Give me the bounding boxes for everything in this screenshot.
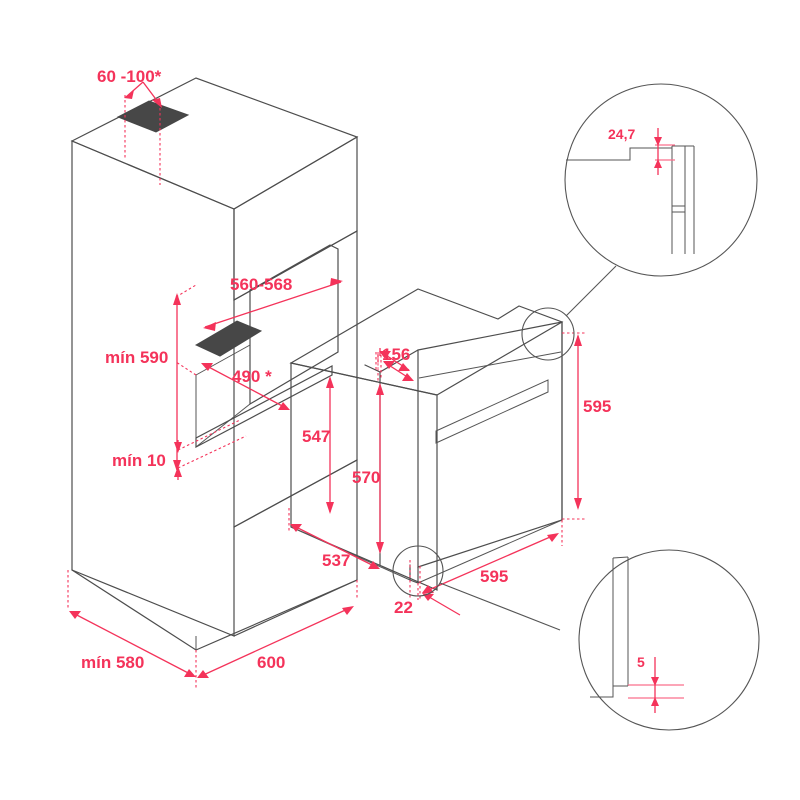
dim-label-vent-gap: 60 -100* bbox=[97, 67, 162, 86]
dim-label-cabinet-side-depth: mín 580 bbox=[81, 653, 144, 672]
dim-label-niche-height: mín 590 bbox=[105, 348, 168, 367]
cabinet-left-face bbox=[71, 140, 235, 637]
dim-niche-height: mín 590 bbox=[105, 284, 197, 472]
detail-view-top: 24,7 bbox=[564, 83, 758, 277]
dim-label-oven-top-offset-text: 156 bbox=[382, 345, 410, 364]
dim-oven-body-depth: 537 bbox=[288, 508, 380, 570]
dim-label-oven-front-width: 595 bbox=[480, 567, 508, 586]
detail-top-dim-label: 24,7 bbox=[608, 126, 635, 142]
detail-view-bottom-circle bbox=[578, 549, 760, 731]
detail-top-profile-horizontal bbox=[566, 147, 672, 161]
detail-callout-circle-top bbox=[521, 307, 575, 361]
cabinet-vent-slot bbox=[116, 100, 190, 133]
cabinet-top-face bbox=[70, 77, 359, 210]
oven-control-strip bbox=[418, 351, 562, 379]
oven-top-face bbox=[289, 288, 564, 396]
detail-leader-bottom bbox=[439, 582, 561, 631]
detail-leader-top bbox=[565, 265, 617, 317]
oven-door-handle bbox=[435, 379, 549, 444]
dim-oven-overall-height: 595 bbox=[562, 332, 611, 520]
cabinet-right-face-bottom bbox=[233, 458, 358, 637]
dim-label-oven-body-depth: 537 bbox=[322, 551, 350, 570]
dim-vent-gap: 60 -100* bbox=[97, 67, 162, 185]
dim-label-oven-plinth: 22 bbox=[394, 598, 413, 617]
dim-label-oven-body-height: 547 bbox=[302, 427, 330, 446]
cabinet-niche-inner-top bbox=[195, 344, 251, 376]
dim-niche-depth: 490 * bbox=[201, 363, 290, 410]
oven-left-side-face bbox=[290, 362, 438, 591]
dim-oven-front-width: 595 bbox=[417, 520, 563, 600]
oven-body-step-top bbox=[364, 349, 419, 373]
dim-label-base-gap: mín 10 bbox=[112, 451, 166, 470]
dim-label-oven-front-height: 570 bbox=[352, 468, 380, 487]
cabinet-bottom-edge bbox=[71, 569, 358, 651]
detail-view-top-circle bbox=[564, 83, 758, 277]
detail-bottom-dim-label: 5 bbox=[637, 654, 645, 670]
dim-cabinet-side-depth: mín 580 bbox=[67, 570, 196, 677]
dim-oven-body-height: 547 bbox=[302, 376, 334, 514]
dim-cabinet-front-width: 600 bbox=[195, 580, 358, 688]
dim-label-niche-depth: 490 * bbox=[232, 367, 272, 386]
dim-label-niche-width: 560-568 bbox=[230, 275, 292, 294]
dim-label-group-156: 156 bbox=[380, 345, 414, 381]
detail-bottom-profile-base bbox=[590, 686, 614, 698]
detail-callout-circle-bottom bbox=[392, 545, 444, 597]
dim-oven-front-height: 570 bbox=[352, 383, 384, 554]
detail-view-bottom: 5 bbox=[578, 549, 760, 731]
oven-bottom-front-edge bbox=[417, 519, 563, 584]
dim-oven-plinth: 22 bbox=[394, 560, 461, 617]
dim-label-cabinet-front-width: 600 bbox=[257, 653, 285, 672]
oven-bottom-edge bbox=[290, 526, 411, 581]
dim-label-oven-overall-height: 595 bbox=[583, 397, 611, 416]
dim-base-gap: mín 10 bbox=[112, 419, 247, 480]
cabinet-niche-vent-strip bbox=[194, 320, 263, 357]
dim-oven-top-offset: 156 156 bbox=[375, 348, 410, 382]
dim-niche-width: 560-568 bbox=[175, 275, 343, 376]
detail-bottom-profile-cap bbox=[612, 556, 629, 559]
